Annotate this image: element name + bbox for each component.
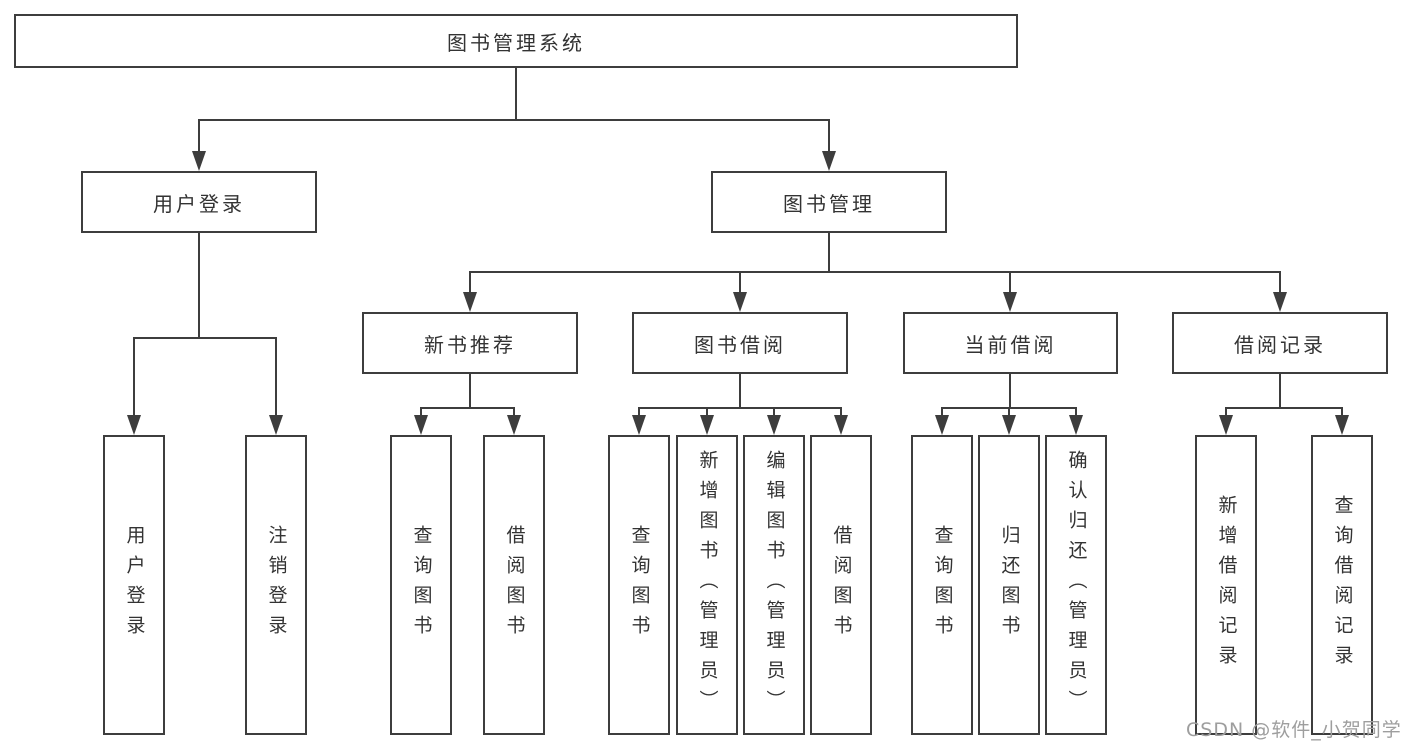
leaf-query-borrow-record: 查询借阅记录 (1311, 435, 1373, 735)
node-book-borrowing: 图书借阅 (632, 312, 848, 374)
node-root-system: 图书管理系统 (14, 14, 1018, 68)
connector-vline (1279, 374, 1281, 407)
arrow-down-icon (1273, 292, 1287, 312)
connector-vline (513, 407, 515, 416)
node-label: 新书推荐 (424, 332, 516, 357)
leaf-label: 新增图书（管理员） (696, 450, 719, 720)
leaf-borrow-books: 借阅图书 (810, 435, 872, 735)
leaf-query-books: 查询图书 (911, 435, 973, 735)
node-user-login: 用户登录 (81, 171, 317, 233)
connector-vline (1225, 407, 1227, 416)
connector-hline (469, 271, 1281, 273)
node-label: 借阅记录 (1234, 332, 1326, 357)
connector-vline (773, 407, 775, 416)
leaf-label: 注销登录 (265, 525, 288, 645)
connector-hline (638, 407, 842, 409)
leaf-return-books: 归还图书 (978, 435, 1040, 735)
connector-vline (1075, 407, 1077, 416)
node-label: 图书借阅 (694, 332, 786, 357)
node-borrowing-records: 借阅记录 (1172, 312, 1388, 374)
connector-hline (133, 337, 277, 339)
leaf-borrow-books: 借阅图书 (483, 435, 545, 735)
connector-vline (706, 407, 708, 416)
leaf-confirm-return-admin: 确认归还（管理员） (1045, 435, 1107, 735)
leaf-label: 归还图书 (998, 525, 1021, 645)
arrow-down-icon (192, 151, 206, 171)
node-label: 图书管理 (783, 191, 875, 216)
connector-vline (469, 374, 471, 407)
leaf-query-books: 查询图书 (608, 435, 670, 735)
arrow-down-icon (1002, 415, 1016, 435)
leaf-logout: 注销登录 (245, 435, 307, 735)
arrow-down-icon (700, 415, 714, 435)
leaf-edit-books-admin: 编辑图书（管理员） (743, 435, 805, 735)
node-label: 图书管理系统 (447, 30, 585, 55)
arrow-down-icon (127, 415, 141, 435)
connector-vline (1341, 407, 1343, 416)
leaf-label: 编辑图书（管理员） (763, 450, 786, 720)
connector-vline (1009, 271, 1011, 293)
node-current-borrowing: 当前借阅 (903, 312, 1118, 374)
leaf-label: 查询图书 (410, 525, 433, 645)
arrow-down-icon (632, 415, 646, 435)
leaf-label: 借阅图书 (830, 525, 853, 645)
connector-vline (198, 233, 200, 337)
leaf-label: 查询借阅记录 (1331, 495, 1354, 675)
connector-vline (1009, 374, 1011, 407)
arrow-down-icon (1219, 415, 1233, 435)
connector-vline (420, 407, 422, 416)
leaf-label: 新增借阅记录 (1215, 495, 1238, 675)
connector-vline (739, 374, 741, 407)
arrow-down-icon (767, 415, 781, 435)
arrow-down-icon (507, 415, 521, 435)
connector-vline (133, 337, 135, 416)
node-new-book-recommendation: 新书推荐 (362, 312, 578, 374)
leaf-user-login: 用户登录 (103, 435, 165, 735)
connector-vline (941, 407, 943, 416)
connector-vline (275, 337, 277, 416)
connector-vline (828, 233, 830, 271)
connector-vline (469, 271, 471, 293)
leaf-label: 用户登录 (123, 525, 146, 645)
connector-vline (638, 407, 640, 416)
connector-vline (198, 119, 200, 152)
arrow-down-icon (269, 415, 283, 435)
leaf-add-books-admin: 新增图书（管理员） (676, 435, 738, 735)
connector-hline (420, 407, 515, 409)
node-book-management: 图书管理 (711, 171, 947, 233)
arrow-down-icon (414, 415, 428, 435)
leaf-label: 查询图书 (628, 525, 651, 645)
leaf-query-books: 查询图书 (390, 435, 452, 735)
connector-vline (739, 271, 741, 293)
arrow-down-icon (1335, 415, 1349, 435)
arrow-down-icon (1069, 415, 1083, 435)
leaf-label: 借阅图书 (503, 525, 526, 645)
arrow-down-icon (834, 415, 848, 435)
connector-vline (1008, 407, 1010, 416)
connector-vline (828, 119, 830, 152)
leaf-label: 确认归还（管理员） (1065, 450, 1088, 720)
connector-vline (840, 407, 842, 416)
arrow-down-icon (1003, 292, 1017, 312)
leaf-label: 查询图书 (931, 525, 954, 645)
node-label: 用户登录 (153, 191, 245, 216)
connector-hline (198, 119, 830, 121)
arrow-down-icon (463, 292, 477, 312)
node-label: 当前借阅 (964, 332, 1057, 357)
arrow-down-icon (822, 151, 836, 171)
leaf-add-borrow-record: 新增借阅记录 (1195, 435, 1257, 735)
connector-hline (1225, 407, 1343, 409)
connector-vline (1279, 271, 1281, 293)
arrow-down-icon (935, 415, 949, 435)
connector-vline (515, 68, 517, 119)
arrow-down-icon (733, 292, 747, 312)
watermark: CSDN @软件_小贺同学 (1186, 719, 1402, 741)
